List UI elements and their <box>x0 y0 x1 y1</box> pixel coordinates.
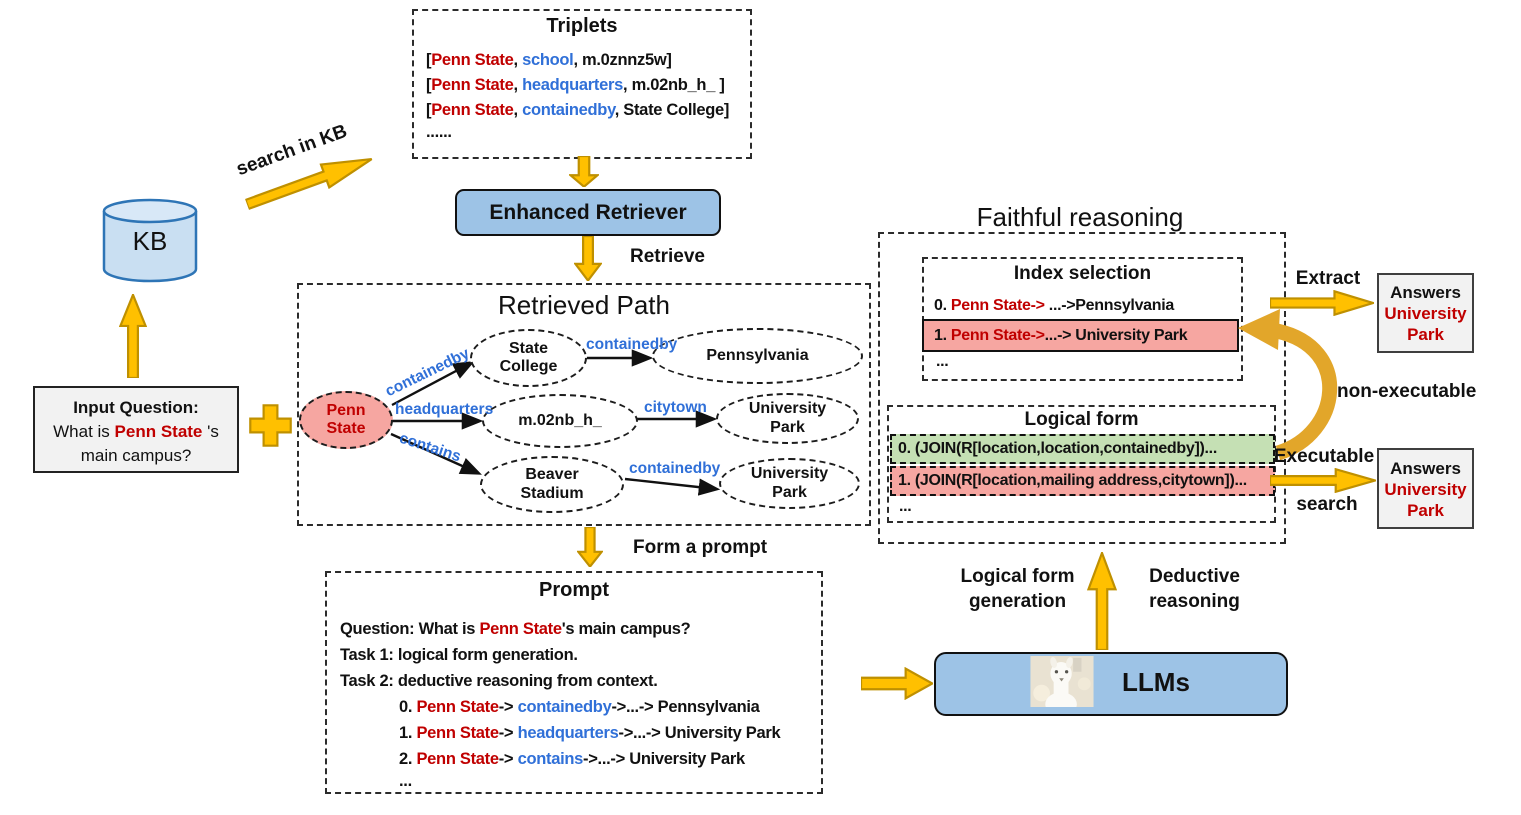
llama-image <box>1028 656 1096 717</box>
logical-form-row-0: 0. (JOIN(R[location,location,containedby… <box>890 434 1275 464</box>
deductive-reasoning-label: Deductive reasoning <box>1149 566 1240 612</box>
prompt-task1-line: Task 1: logical form generation. <box>340 646 578 664</box>
triplets-title: Triplets <box>546 15 618 37</box>
kb-label: KB <box>132 226 168 256</box>
prompt-ellipsis: ... <box>399 772 412 790</box>
arrow-curved-non-executable-icon <box>1238 309 1338 460</box>
prompt-question-line: Question: What is Penn State's main camp… <box>340 620 691 638</box>
graph-node-university-park-top: University Park <box>716 393 859 444</box>
arrow-right-executable-search-icon <box>1270 468 1376 493</box>
triplet-line: [Penn State, containedby, State College] <box>426 101 730 119</box>
non-executable-label: non-executable <box>1337 381 1477 402</box>
arrow-down-retriever-to-path-icon <box>574 236 602 281</box>
triplets-box: Triplets [Penn State, school, m.0znnz5w]… <box>412 9 752 159</box>
answers-box-bottom: Answers University Park <box>1377 448 1474 529</box>
prompt-path-line: 2. Penn State-> contains->...-> Universi… <box>399 750 745 768</box>
graph-node-m02nb: m.02nb_h_ <box>482 394 638 448</box>
retrieve-label: Retrieve <box>630 246 705 267</box>
arrow-down-triplets-to-retriever-icon <box>569 156 599 187</box>
plus-icon <box>249 404 292 447</box>
index-selection-title: Index selection <box>1013 263 1152 284</box>
answers-box-top: Answers University Park <box>1377 273 1474 353</box>
prompt-box: Prompt Question: What is Penn State's ma… <box>325 571 823 794</box>
index-row-0: 0. Penn State-> ...->Pennsylvania <box>934 297 1174 314</box>
kb-cylinder-icon <box>102 198 198 283</box>
graph-edges-svg <box>390 349 721 496</box>
index-selection-ellipsis: ... <box>936 353 949 370</box>
input-question-line2: main campus? <box>80 446 192 465</box>
arrow-search-in-kb-icon <box>242 146 377 217</box>
prompt-title: Prompt <box>539 579 609 601</box>
arrow-up-question-to-kb-icon <box>119 294 147 378</box>
arrow-right-prompt-to-llms-icon <box>861 667 933 700</box>
edge-label-containedby-bottom: containedby <box>629 460 721 477</box>
logical-form-box: Logical form 0. (JOIN(R[location,locatio… <box>887 405 1276 523</box>
prompt-task2-line: Task 2: deductive reasoning from context… <box>340 672 658 690</box>
triplets-ellipsis: ...... <box>426 123 452 141</box>
index-row-1-highlighted: 1. Penn State->...-> University Park <box>922 319 1239 352</box>
faithful-reasoning-title: Faithful reasoning <box>976 202 1184 232</box>
arrow-right-extract-icon <box>1270 290 1374 316</box>
graph-node-pennsylvania: Pennsylvania <box>652 328 863 384</box>
executable-label: Executable <box>1273 446 1375 467</box>
logical-form-title: Logical form <box>1024 409 1139 430</box>
prompt-path-line: 0. Penn State-> containedby->...-> Penns… <box>399 698 760 716</box>
faithful-reasoning-box: Index selection 0. Penn State-> ...->Pen… <box>878 232 1286 544</box>
logical-form-generation-label: Logical form generation <box>960 566 1075 612</box>
prompt-path-line: 1. Penn State-> headquarters->...-> Univ… <box>399 724 781 742</box>
graph-node-university-park-bottom: University Park <box>719 458 860 509</box>
llms-label: LLMs <box>1122 666 1190 697</box>
graph-node-beaver-stadium: Beaver Stadium <box>480 456 624 513</box>
logical-form-row-1: 1. (JOIN(R[location,mailing address,city… <box>890 466 1275 496</box>
logical-form-ellipsis: ... <box>899 498 912 515</box>
input-question-line1: What is Penn State 's <box>53 422 219 441</box>
edge-label-headquarters: headquarters <box>395 401 494 418</box>
enhanced-retriever-box: Enhanced Retriever <box>455 189 721 236</box>
form-a-prompt-label: Form a prompt <box>633 537 768 558</box>
input-question-title: Input Question: <box>73 398 199 417</box>
extract-label: Extract <box>1295 268 1361 289</box>
retrieved-path-title: Retrieved Path <box>498 290 670 320</box>
triplet-line: [Penn State, school, m.0znnz5w] <box>426 51 672 69</box>
edge-label-citytown: citytown <box>644 399 707 416</box>
search-label: search <box>1296 494 1358 515</box>
edge-label-containedby-pa: containedby <box>586 336 678 353</box>
input-question-box: Input Question: What is Penn State 's ma… <box>33 386 239 473</box>
arrow-up-llms-to-logicalform-icon <box>1087 552 1117 650</box>
graph-node-penn-state: Penn State <box>299 391 393 449</box>
graph-node-state-college: State College <box>470 329 587 387</box>
index-selection-box: Index selection 0. Penn State-> ...->Pen… <box>922 257 1243 381</box>
arrow-down-path-to-prompt-icon <box>577 527 603 567</box>
triplet-line: [Penn State, headquarters, m.02nb_h_ ] <box>426 76 725 94</box>
retrieved-path-box: Retrieved Path Penn State State College … <box>297 283 871 526</box>
llms-box: LLMs <box>934 652 1288 717</box>
